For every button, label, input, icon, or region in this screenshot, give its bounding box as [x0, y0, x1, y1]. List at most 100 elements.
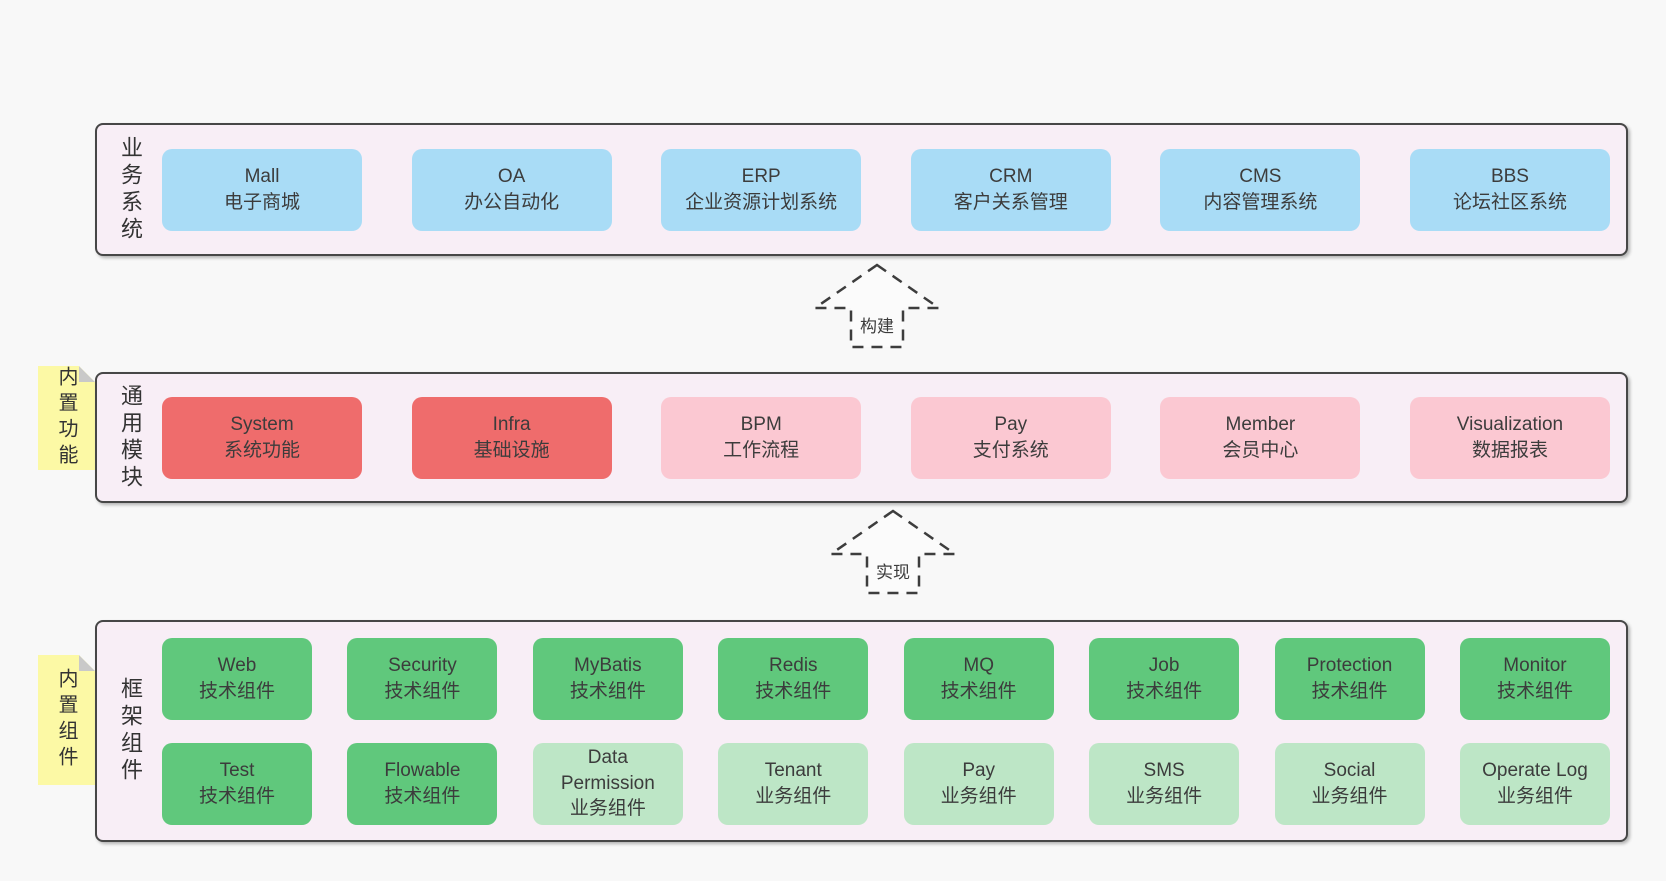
- box-subtitle: 业务组件: [1126, 785, 1203, 807]
- box-subtitle: 业务组件: [1311, 785, 1388, 807]
- box-title: Visualization: [1456, 414, 1564, 436]
- box-subtitle: 业务组件: [569, 798, 646, 820]
- box-subtitle: 技术组件: [198, 785, 275, 807]
- box-title: Data Permission: [560, 747, 655, 794]
- box-subtitle: 电子商城: [223, 191, 300, 213]
- box-social: Social 业务组件: [1274, 742, 1425, 825]
- box-title: Tenant: [764, 760, 822, 782]
- box-pay-module: Pay 支付系统: [910, 396, 1111, 479]
- box-title: Monitor: [1503, 655, 1567, 677]
- layer-title: 业务系统: [118, 135, 143, 244]
- box-title: Test: [219, 760, 255, 782]
- note-fold-corner: [79, 366, 95, 382]
- note-label: 内置功能: [55, 366, 77, 470]
- box-mq: MQ 技术组件: [903, 637, 1054, 720]
- box-title: Web: [217, 655, 257, 677]
- box-test: Test 技术组件: [162, 742, 312, 825]
- note-fold-corner: [79, 655, 95, 671]
- box-title: Flowable: [384, 760, 461, 782]
- box-title: CRM: [989, 166, 1033, 188]
- box-subtitle: 业务组件: [755, 785, 832, 807]
- box-oa: OA 办公自动化: [411, 148, 612, 231]
- box-title: ERP: [741, 166, 781, 188]
- box-subtitle: 支付系统: [972, 439, 1049, 461]
- box-flowable: Flowable 技术组件: [347, 742, 498, 825]
- box-title: Redis: [768, 655, 818, 677]
- box-title: OA: [497, 166, 526, 188]
- box-subtitle: 技术组件: [384, 785, 461, 807]
- box-data-permission: Data Permission 业务组件: [532, 742, 683, 825]
- box-title: MQ: [963, 655, 994, 677]
- box-title: BPM: [740, 414, 782, 436]
- up-block-arrow-icon: [811, 263, 943, 349]
- arrow-label: 构建: [857, 312, 897, 337]
- box-system: System 系统功能: [162, 396, 362, 479]
- box-subtitle: 工作流程: [723, 439, 800, 461]
- box-title: CMS: [1239, 166, 1282, 188]
- implement-arrow: 实现: [827, 508, 959, 596]
- box-title: Job: [1148, 655, 1180, 677]
- box-bbs: BBS 论坛社区系统: [1409, 148, 1610, 231]
- up-block-arrow-icon: [827, 509, 959, 595]
- note-label: 内置组件: [55, 668, 77, 772]
- box-title: Security: [388, 655, 457, 677]
- box-title: Infra: [492, 414, 531, 436]
- box-cms: CMS 内容管理系统: [1160, 148, 1361, 231]
- box-subtitle: 系统功能: [223, 439, 300, 461]
- components-row-1: Web 技术组件 Security 技术组件 MyBatis 技术组件 Redi…: [162, 637, 1610, 720]
- box-tenant: Tenant 业务组件: [718, 742, 869, 825]
- box-subtitle: 业务组件: [1496, 785, 1573, 807]
- box-redis: Redis 技术组件: [718, 637, 869, 720]
- box-visualization: Visualization 数据报表: [1409, 396, 1610, 479]
- build-arrow: 构建: [811, 262, 943, 350]
- box-title: Member: [1225, 414, 1296, 436]
- box-member: Member 会员中心: [1160, 396, 1361, 479]
- layer-common-modules: 通用模块 System 系统功能 Infra 基础设施 BPM 工作流程 Pay…: [95, 372, 1628, 503]
- box-title: Operate Log: [1482, 760, 1588, 782]
- box-subtitle: 技术组件: [569, 680, 646, 702]
- layer-content: System 系统功能 Infra 基础设施 BPM 工作流程 Pay 支付系统…: [162, 374, 1626, 501]
- arrow-label: 实现: [873, 558, 913, 583]
- box-subtitle: 技术组件: [1311, 680, 1388, 702]
- layer-title: 通用模块: [118, 383, 143, 492]
- box-pay-component: Pay 业务组件: [903, 742, 1054, 825]
- modules-box-row: System 系统功能 Infra 基础设施 BPM 工作流程 Pay 支付系统…: [162, 396, 1610, 479]
- box-job: Job 技术组件: [1089, 637, 1240, 720]
- box-subtitle: 技术组件: [198, 680, 275, 702]
- box-crm: CRM 客户关系管理: [910, 148, 1111, 231]
- layer-title: 框架组件: [118, 677, 143, 785]
- box-title: SMS: [1143, 760, 1185, 782]
- box-subtitle: 论坛社区系统: [1452, 191, 1567, 213]
- box-bpm: BPM 工作流程: [661, 396, 862, 479]
- box-title: Protection: [1306, 655, 1393, 677]
- box-web: Web 技术组件: [162, 637, 312, 720]
- box-subtitle: 办公自动化: [464, 191, 560, 213]
- business-box-row: Mall 电子商城 OA 办公自动化 ERP 企业资源计划系统 CRM 客户关系…: [162, 148, 1610, 231]
- box-subtitle: 技术组件: [1126, 680, 1203, 702]
- box-title: Social: [1323, 760, 1376, 782]
- layer-business-systems: 业务系统 Mall 电子商城 OA 办公自动化 ERP 企业资源计划系统 CRM…: [95, 123, 1628, 256]
- box-subtitle: 业务组件: [940, 785, 1017, 807]
- sticky-note-builtin-components: 内置组件: [38, 655, 95, 785]
- box-subtitle: 客户关系管理: [953, 191, 1068, 213]
- layer-content: Mall 电子商城 OA 办公自动化 ERP 企业资源计划系统 CRM 客户关系…: [162, 125, 1626, 254]
- box-subtitle: 基础设施: [473, 439, 550, 461]
- box-title: Mall: [244, 166, 280, 188]
- box-subtitle: 技术组件: [940, 680, 1017, 702]
- box-sms: SMS 业务组件: [1089, 742, 1240, 825]
- box-subtitle: 技术组件: [384, 680, 461, 702]
- box-protection: Protection 技术组件: [1274, 637, 1425, 720]
- box-subtitle: 技术组件: [1496, 680, 1573, 702]
- box-title: BBS: [1490, 166, 1529, 188]
- sticky-note-builtin-features: 内置功能: [38, 366, 95, 470]
- layer-content: Web 技术组件 Security 技术组件 MyBatis 技术组件 Redi…: [162, 622, 1626, 840]
- box-operate-log: Operate Log 业务组件: [1459, 742, 1610, 825]
- box-title: MyBatis: [574, 655, 642, 677]
- box-title: Pay: [962, 760, 996, 782]
- box-mall: Mall 电子商城: [162, 148, 362, 231]
- box-security: Security 技术组件: [347, 637, 498, 720]
- box-monitor: Monitor 技术组件: [1459, 637, 1610, 720]
- box-subtitle: 数据报表: [1471, 439, 1548, 461]
- layer-framework-components: 框架组件 Web 技术组件 Security 技术组件 MyBatis 技术组件…: [95, 620, 1628, 842]
